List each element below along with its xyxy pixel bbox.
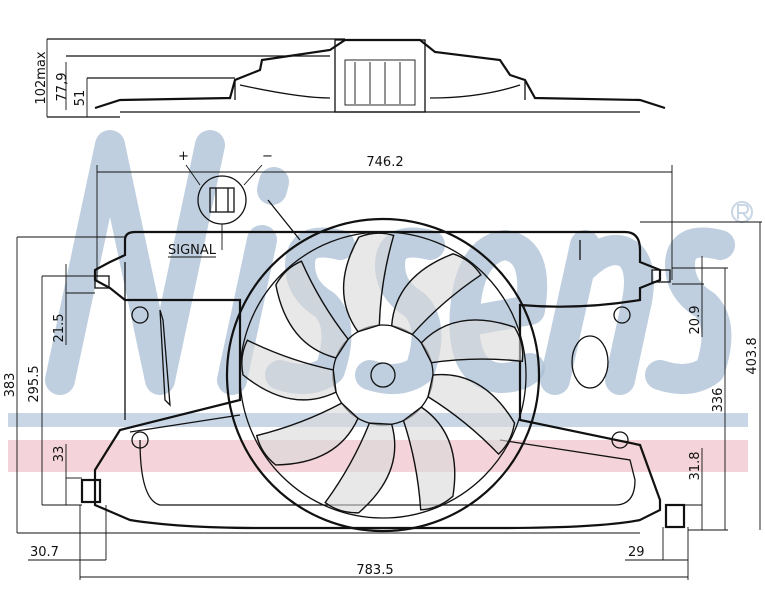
dim-overall-height-left: 383 — [3, 373, 18, 398]
dim-left-foot: 30.7 — [30, 545, 59, 560]
electrical-connector: + − SIGNAL — [168, 149, 301, 258]
dim-right-foot: 29 — [628, 545, 645, 560]
dim-top-h2: 77,9 — [55, 73, 70, 102]
fan-blade — [390, 253, 482, 336]
fan-blade — [255, 402, 359, 466]
dim-mount-width: 746.2 — [366, 155, 403, 170]
plus-terminal-label: + — [178, 149, 189, 164]
watermark-band-blue — [8, 413, 748, 427]
fan-shroud — [80, 230, 686, 530]
dim-overall-height-right: 403.8 — [745, 337, 760, 374]
minus-terminal-label: − — [262, 149, 273, 164]
registered-mark — [731, 201, 753, 223]
watermark-logo — [45, 130, 735, 395]
dim-left-top-offset: 21.5 — [52, 314, 67, 343]
nissens-watermark — [8, 130, 753, 472]
top-view: 102max 77,9 51 — [34, 38, 666, 118]
fan-blade — [427, 373, 516, 456]
fan-blade — [402, 406, 456, 511]
dim-right-top-offset: 20.9 — [688, 306, 703, 335]
fan-blade — [241, 339, 337, 401]
dim-top-max-height: 102max — [34, 51, 49, 104]
dim-right-mount-height: 336 — [711, 388, 726, 413]
signal-label: SIGNAL — [168, 243, 217, 258]
dim-left-bottom-offset: 33 — [52, 446, 67, 463]
fan-blade — [342, 232, 395, 333]
fan-blade — [275, 260, 349, 359]
dim-overall-width: 783.5 — [356, 563, 393, 578]
dim-left-mount-height: 295.5 — [27, 365, 42, 402]
fan-blade — [420, 319, 524, 364]
fan-blade — [324, 422, 396, 514]
dim-right-bottom-offset: 31.8 — [688, 452, 703, 481]
dim-top-h3: 51 — [73, 90, 88, 107]
dimension-lines: 746.2 783.5 383 295.5 21.5 33 30.7 29 31… — [3, 155, 762, 580]
fan-rotor — [225, 217, 541, 533]
